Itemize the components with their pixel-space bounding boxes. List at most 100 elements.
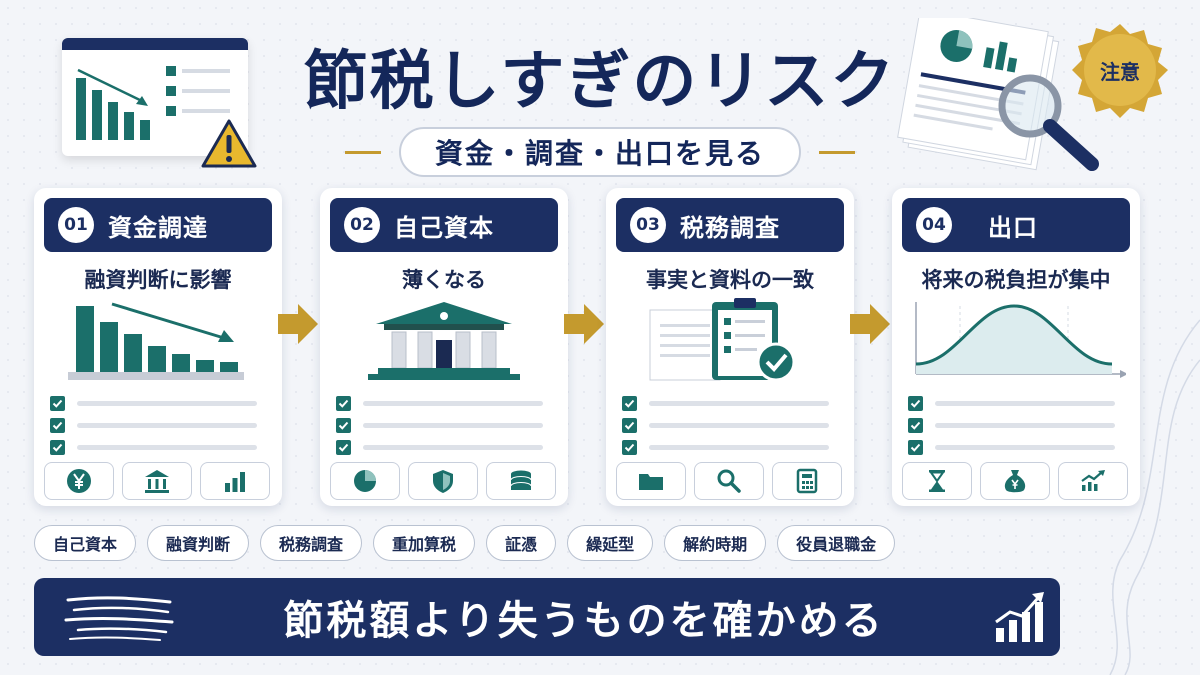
check-icon [50,417,65,433]
checklist-item [50,414,266,436]
placeholder-line [935,422,1115,428]
yen-coin-button[interactable] [44,462,114,500]
calculator-button[interactable] [772,462,842,500]
caution-badge-label: 注意 [1100,59,1140,84]
shield-button[interactable] [408,462,478,500]
step-number: 03 [630,207,666,243]
checklist [908,392,1124,458]
icon-row [902,462,1130,500]
checklist-item [336,436,552,458]
tag-chip[interactable]: 税務調査 [260,525,363,561]
calculator-icon [796,468,818,494]
checklist-item [50,392,266,414]
magnifier-icon [717,469,741,493]
trend-up-button[interactable] [1058,462,1128,500]
magnifier-button[interactable] [694,462,764,500]
step-subtitle: 融資判断に影響 [84,268,232,292]
step-subtitle: 事実と資料の一致 [646,268,814,292]
placeholder-line [935,400,1115,406]
icon-row [330,462,558,500]
step-card-3: 03 税務調査 事実と資料の一致 [606,188,854,506]
hourglass-button[interactable] [902,462,972,500]
decorative-wave [1109,319,1200,675]
check-icon [336,439,351,455]
step-card-header: 01 資金調達 [44,198,272,252]
coin-stack-icon [510,470,532,490]
trend-up-icon [1081,470,1105,491]
check-icon [908,395,923,411]
step-title: 自己資本 [394,213,494,242]
tag-chip[interactable]: 役員退職金 [777,525,896,561]
check-icon [50,439,65,455]
pie-chart-icon [354,470,376,492]
bank-icon [145,470,169,493]
step-title: 資金調達 [108,213,208,242]
shield-icon [433,470,453,493]
bar-chart-button[interactable] [200,462,270,500]
placeholder-line [363,422,543,428]
placeholder-line [77,400,257,406]
bar-chart-icon [225,472,245,492]
placeholder-line [649,422,829,428]
placeholder-line [935,444,1115,450]
checklist-item [622,414,838,436]
bell-curve-illustration [915,302,1126,378]
yen-coin-icon [67,469,91,493]
tag-chip[interactable]: 証憑 [486,525,557,561]
warning-icon [201,119,257,168]
step-number: 01 [58,207,94,243]
tag-chip[interactable]: 繰延型 [567,525,654,561]
coin-stack-button[interactable] [486,462,556,500]
pie-chart-button[interactable] [330,462,400,500]
checklist-item [622,436,838,458]
arrow-right-icon [564,304,604,344]
caution-seal-icon [1072,24,1168,118]
declining-bar-chart-illustration [68,302,244,380]
placeholder-line [363,400,543,406]
icon-row [44,462,272,500]
folder-button[interactable] [616,462,686,500]
check-icon [336,417,351,433]
arrow-right-icon [278,304,318,344]
clipboard-checklist-illustration [649,298,796,382]
check-icon [622,417,637,433]
subtitle-group: 資金・調査・出口を見る [300,126,900,178]
step-subtitle: 薄くなる [402,268,486,292]
step-card-header: 04 出口 [902,198,1130,252]
bank-button[interactable] [122,462,192,500]
banner-message: 節税額より失うものを確かめる [283,598,885,644]
checklist-item [336,392,552,414]
step-card-1: 01 資金調達 融資判断に影響 [34,188,282,506]
checklist-item [50,436,266,458]
tag-chip[interactable]: 融資判断 [147,525,250,561]
bottom-banner: 節税額より失うものを確かめる [34,578,1060,656]
check-icon [908,417,923,433]
report-illustration [62,38,248,156]
placeholder-line [649,400,829,406]
placeholder-line [363,444,543,450]
step-number: 04 [916,207,952,243]
step-title: 税務調査 [680,213,780,242]
subtitle-rule-right [819,150,855,154]
tag-chip[interactable]: 解約時期 [664,525,767,561]
icon-row [616,462,844,500]
folder-icon [639,474,663,490]
step-card-2: 02 自己資本 薄くなる [320,188,568,506]
tag-chip[interactable]: 自己資本 [34,525,137,561]
checklist-item [622,392,838,414]
checklist-item [908,414,1124,436]
check-icon [336,395,351,411]
checklist [50,392,266,458]
step-subtitle: 将来の税負担が集中 [921,268,1111,292]
documents-magnifier-illustration [897,18,1099,171]
tag-chip[interactable]: 重加算税 [373,525,476,561]
checklist-item [908,436,1124,458]
money-bag-icon [1004,470,1026,493]
growth-chart-icon [995,592,1044,642]
check-icon [908,439,923,455]
money-bag-button[interactable] [980,462,1050,500]
placeholder-line [77,444,257,450]
checklist [622,392,838,458]
step-number: 02 [344,207,380,243]
check-icon [50,395,65,411]
